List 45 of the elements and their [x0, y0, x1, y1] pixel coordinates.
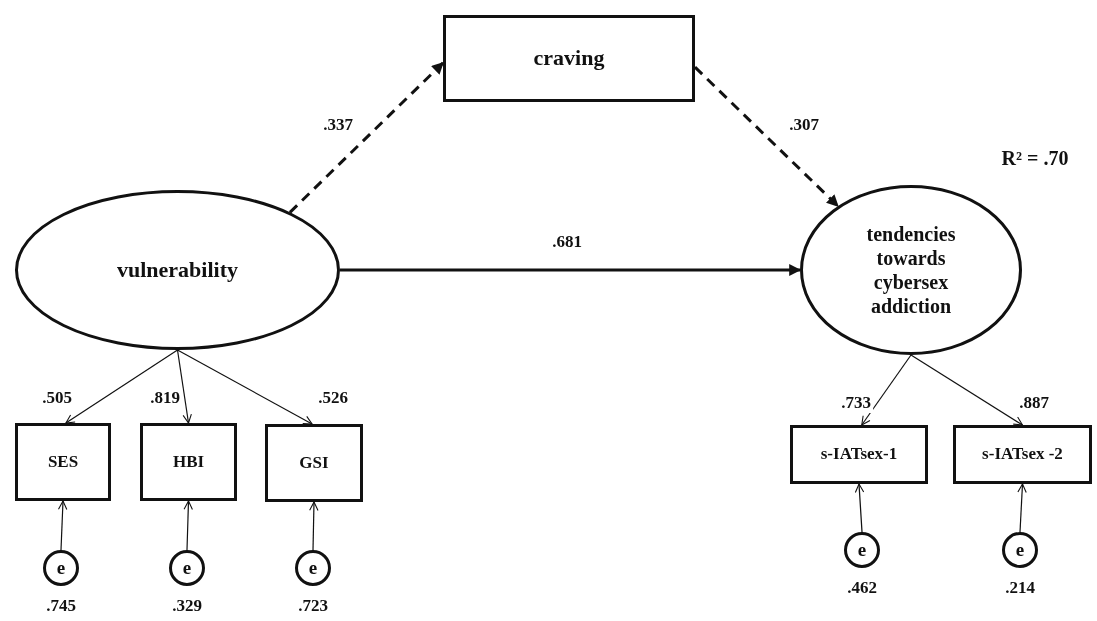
- path-arrow: [693, 66, 839, 208]
- variable-label: s-IATsex -2: [982, 444, 1063, 465]
- path-arrow: [309, 501, 319, 551]
- error-term-circle: [844, 532, 880, 568]
- error-label: e: [182, 556, 192, 580]
- error-variance-value: .745: [46, 596, 76, 616]
- variable-label: tendencies towards cybersex addiction: [865, 222, 957, 318]
- path-arrow: [288, 61, 445, 214]
- error-variance-value: .462: [847, 578, 877, 598]
- error-variance-value: .329: [172, 596, 202, 616]
- path-arrow: [176, 349, 313, 425]
- path-arrow: [65, 349, 179, 424]
- path-arrow: [910, 354, 1024, 426]
- error-variance-value: .214: [1005, 578, 1035, 598]
- path-arrow: [1017, 483, 1027, 533]
- error-term-circle: [43, 550, 79, 586]
- observed-variable-box: [790, 425, 928, 484]
- variable-label: SES: [47, 451, 79, 473]
- error-label: e: [56, 556, 66, 580]
- observed-variable-box: [953, 425, 1092, 484]
- error-label: e: [1015, 538, 1025, 562]
- error-label: e: [857, 538, 867, 562]
- error-term-circle: [169, 550, 205, 586]
- path-arrow: [176, 349, 192, 424]
- path-arrow: [57, 500, 68, 551]
- error-variance-value: .723: [298, 596, 328, 616]
- variable-label: craving: [533, 45, 605, 72]
- error-term-circle: [295, 550, 331, 586]
- r-squared-label: R² = .70: [1001, 146, 1069, 170]
- path-arrow: [854, 483, 865, 533]
- observed-variable-box: [265, 424, 363, 502]
- observed-variable-box: [443, 15, 695, 102]
- variable-label: vulnerability: [117, 256, 238, 284]
- latent-variable-ellipse: [15, 190, 340, 350]
- latent-variable-ellipse: [800, 185, 1022, 355]
- error-label: e: [308, 556, 318, 580]
- path-arrow: [340, 264, 802, 276]
- observed-variable-box: [140, 423, 237, 501]
- error-term-circle: [1002, 532, 1038, 568]
- variable-label: HBI: [172, 451, 205, 473]
- variable-label: s-IATsex-1: [820, 444, 898, 465]
- path-arrow: [861, 354, 912, 426]
- observed-variable-box: [15, 423, 111, 501]
- variable-label: GSI: [299, 452, 329, 474]
- path-arrow: [183, 500, 193, 551]
